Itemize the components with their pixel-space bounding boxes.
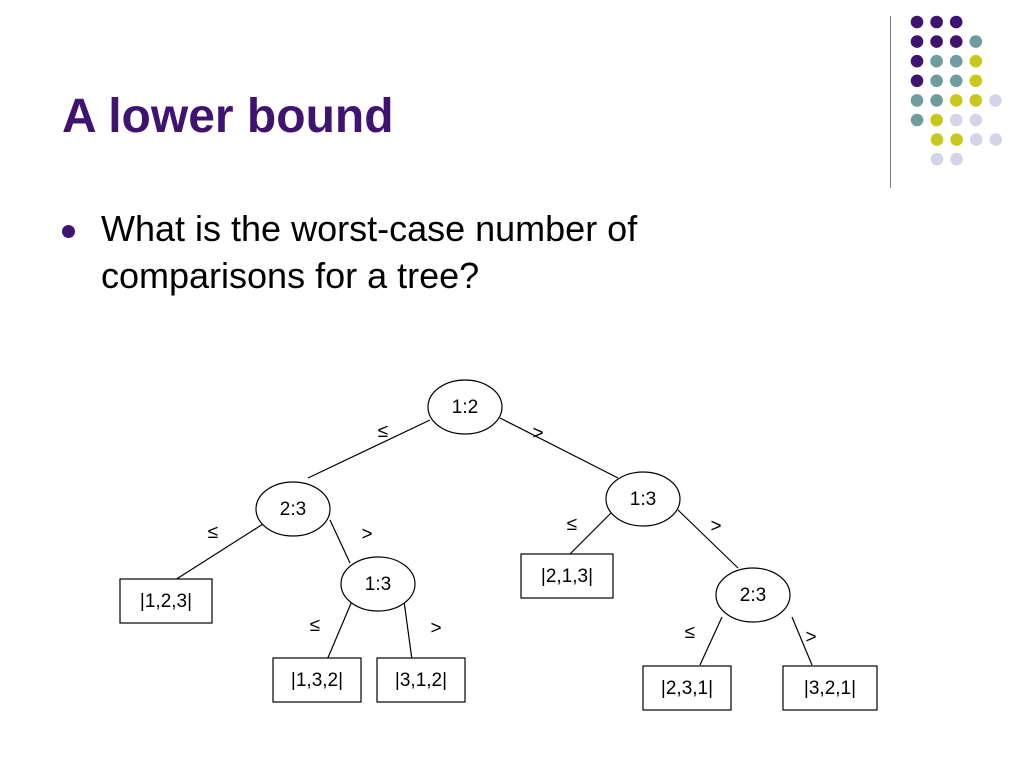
- leaf-label-l6: |3,2,1|: [804, 678, 856, 699]
- tree-edge-n4-l3: [403, 600, 413, 661]
- leaf-label-l1: |1,2,3|: [140, 591, 192, 612]
- decor-dot: [989, 133, 1003, 146]
- decor-dot: [950, 133, 963, 146]
- header-divider: [890, 16, 891, 188]
- decor-dot: [949, 74, 963, 88]
- bullet-item: What is the worst-case number of compari…: [62, 206, 822, 300]
- leaf-permutation-l1: [119, 578, 213, 624]
- decor-dot: [950, 152, 963, 166]
- leaf-permutation-l6: [782, 665, 878, 711]
- leaf-permutation-l4: [520, 553, 614, 599]
- decorative-dot-grid: [910, 15, 1003, 166]
- leaf-label-l5: |2,3,1|: [661, 678, 713, 699]
- node-label-n1: 1:2: [452, 397, 478, 418]
- edge-label-n2-n4: >: [361, 524, 372, 545]
- comparison-node-n3: [605, 471, 681, 527]
- edge-label-n3-l4: ≤: [567, 514, 577, 535]
- edge-label-n3-n5: >: [710, 516, 721, 537]
- decor-dot: [910, 94, 924, 107]
- tree-edge-n1-n3: [499, 417, 619, 479]
- comparison-node-n1: [427, 379, 503, 435]
- tree-edge-n2-l1: [174, 523, 264, 581]
- leaf-permutation-l3: [376, 657, 466, 703]
- decor-dot: [930, 54, 943, 68]
- edge-label-n4-l3: >: [430, 618, 441, 639]
- edge-label-n4-l2: ≤: [310, 615, 320, 636]
- decor-dot: [930, 113, 943, 127]
- decor-dot: [949, 54, 963, 68]
- slide-title: A lower bound: [62, 90, 394, 143]
- bullet-text: What is the worst-case number of compari…: [101, 208, 638, 296]
- tree-edge-n3-n5: [677, 509, 739, 569]
- tree-edge-n4-l2: [326, 600, 353, 661]
- decor-dot: [969, 133, 983, 146]
- decor-dot: [989, 94, 1002, 107]
- decor-dot: [930, 94, 943, 107]
- decor-dot: [930, 15, 943, 29]
- decor-dot: [910, 54, 924, 68]
- edge-label-n2-l1: ≤: [208, 522, 218, 543]
- decor-dot: [969, 94, 983, 107]
- tree-edge-n2-n4: [329, 519, 351, 564]
- leaf-label-l3: |3,1,2|: [395, 670, 447, 691]
- decor-dot: [930, 74, 943, 88]
- decor-dot: [949, 35, 963, 48]
- node-label-n4: 1:3: [365, 574, 391, 595]
- node-label-n5: 2:3: [740, 585, 766, 606]
- decor-dot: [930, 35, 943, 48]
- comparison-node-n5: [715, 567, 791, 623]
- leaf-permutation-l5: [642, 665, 732, 711]
- tree-edge-n3-l4: [567, 511, 613, 557]
- decor-dot: [949, 113, 963, 127]
- edge-label-n5-l5: ≤: [685, 622, 695, 643]
- decor-dot: [930, 152, 944, 166]
- decor-dot: [910, 15, 924, 29]
- decor-dot: [910, 113, 924, 127]
- tree-edge-n5-l5: [699, 616, 723, 666]
- decor-dot: [969, 35, 983, 48]
- leaf-label-l4: |2,1,3|: [541, 566, 593, 587]
- decor-dot: [949, 15, 963, 29]
- decor-dot: [910, 74, 924, 88]
- edge-label-n1-n3: >: [532, 423, 543, 444]
- leaf-permutation-l2: [272, 657, 362, 703]
- comparison-node-n4: [340, 556, 416, 612]
- decor-dot: [969, 74, 983, 88]
- comparison-node-n2: [255, 481, 331, 537]
- node-label-n2: 2:3: [280, 499, 306, 520]
- tree-edge-n1-n2: [307, 419, 431, 479]
- edge-label-n5-l6: >: [805, 627, 816, 648]
- bullet-dot-icon: [62, 225, 75, 238]
- decor-dot: [969, 54, 983, 68]
- node-label-n3: 1:3: [630, 489, 656, 510]
- tree-edge-n5-l6: [791, 616, 813, 666]
- decor-dot: [910, 35, 924, 48]
- decor-dot: [930, 133, 944, 146]
- edge-label-n1-n2: ≤: [378, 421, 388, 442]
- decor-dot: [969, 113, 983, 127]
- decor-dot: [949, 94, 963, 107]
- leaf-label-l2: |1,3,2|: [291, 670, 343, 691]
